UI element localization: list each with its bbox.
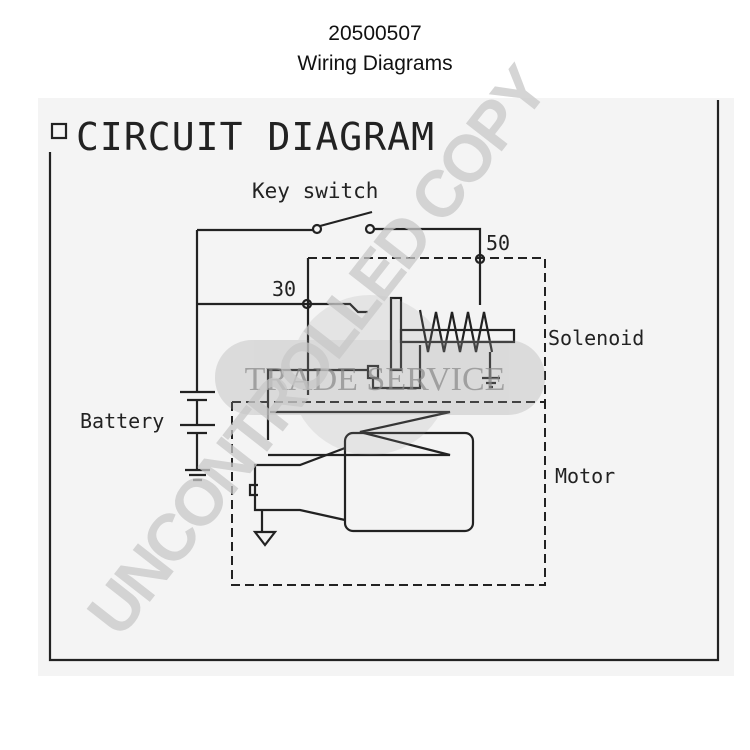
battery-symbol (180, 390, 215, 482)
battery-label: Battery (80, 409, 164, 433)
switch-blade (319, 210, 373, 228)
solenoid-ground (478, 259, 500, 389)
switch-contact (311, 223, 323, 235)
key-switch-label: Key switch (252, 179, 378, 203)
motor-box (231, 402, 546, 586)
diagram-frame (48, 100, 720, 662)
checkbox-icon (50, 122, 68, 140)
motor-housing (248, 446, 346, 547)
terminal-30-label: 30 (272, 277, 296, 301)
diagram-title: CIRCUIT DIAGRAM (76, 115, 434, 159)
trade-service-watermark (215, 295, 545, 455)
solenoid-coil (418, 309, 494, 353)
key-switch-wire (197, 227, 482, 258)
terminal-30-node (301, 298, 313, 310)
solenoid-box (232, 257, 546, 403)
wire (266, 345, 422, 440)
solenoid-label: Solenoid (548, 326, 644, 350)
motor-body (343, 431, 475, 533)
main-wire (195, 230, 368, 392)
trade-service-text: TRADE SERVICE (245, 361, 506, 398)
motor-label: Motor (555, 464, 615, 488)
part-number: 20500507 (328, 22, 422, 45)
switch-contact (364, 223, 376, 235)
terminal-50-label: 50 (486, 231, 510, 255)
page-subtitle: Wiring Diagrams (297, 52, 453, 75)
